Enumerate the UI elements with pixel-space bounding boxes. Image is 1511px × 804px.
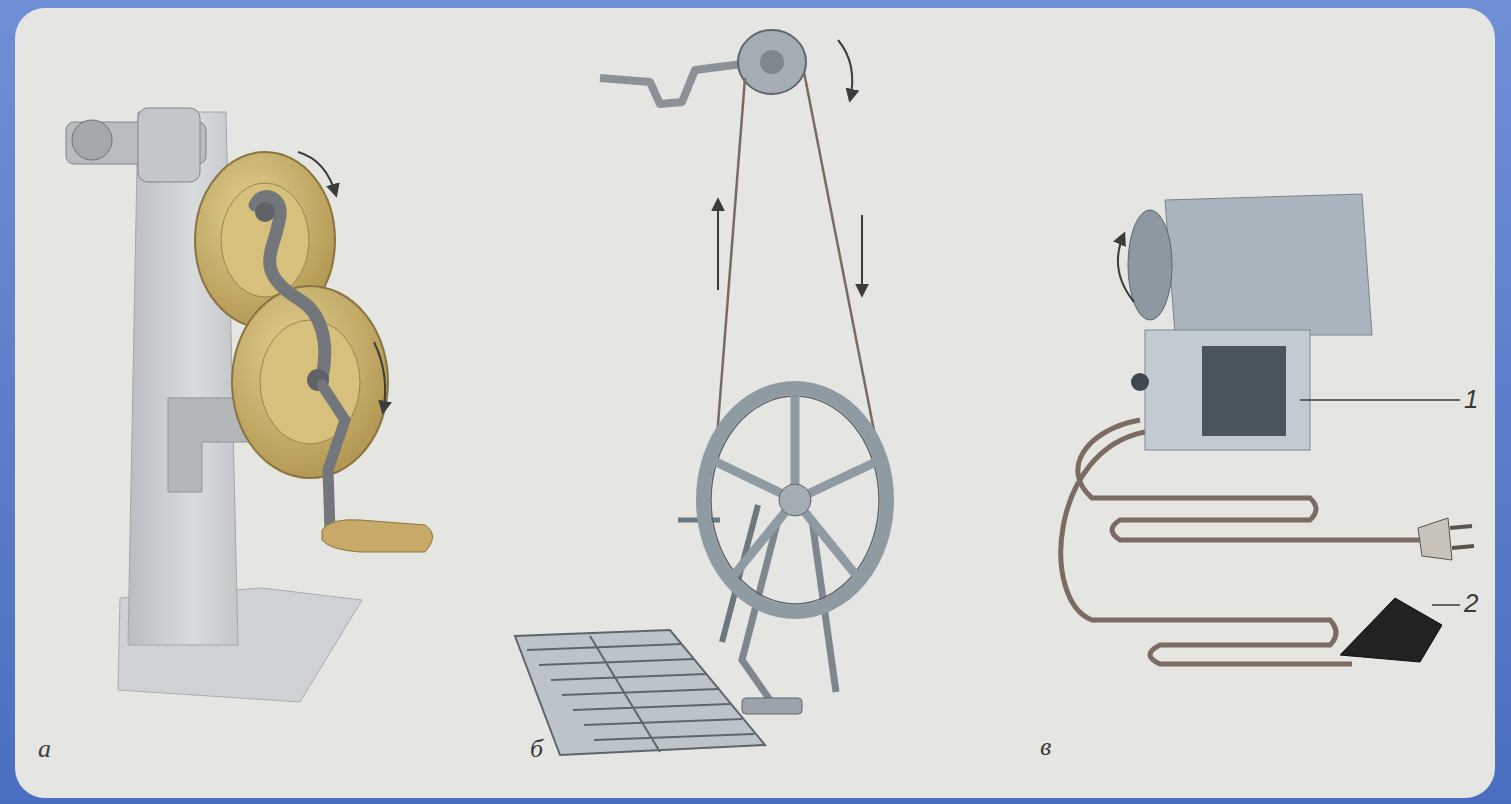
flywheel-inner — [711, 396, 879, 604]
leader-line — [1300, 399, 1460, 401]
motor-switch — [1131, 373, 1149, 391]
power-plug — [1418, 518, 1452, 560]
drive-belt — [804, 72, 884, 482]
pedal-cable — [1061, 432, 1352, 664]
callout-number: 2 — [1464, 588, 1478, 619]
electric-drive — [1061, 194, 1474, 664]
upper-pulley — [738, 30, 806, 94]
crank-handle — [322, 520, 433, 552]
flywheel-hub — [779, 484, 811, 516]
crank-arm — [322, 385, 345, 530]
head-knob — [72, 120, 112, 160]
rotation-arrow — [838, 40, 852, 100]
treadle-plate — [515, 630, 765, 755]
treadle-slats — [527, 636, 754, 752]
figure-letter: а — [38, 734, 51, 764]
flywheel-rim — [703, 388, 887, 612]
pulley-hub — [760, 50, 784, 74]
rotation-arrow — [374, 342, 385, 412]
rotation-arrow — [298, 152, 336, 195]
motor-housing — [1165, 194, 1372, 335]
stand-foot — [742, 698, 802, 714]
motion-arrow — [717, 200, 719, 290]
rotation-arrow — [1118, 234, 1134, 302]
treadle-drive — [515, 30, 887, 755]
hand-drive — [66, 108, 433, 702]
motor-body — [1145, 330, 1310, 450]
figure-letter: в — [1040, 732, 1051, 762]
upper-hub — [255, 202, 275, 222]
head-housing — [138, 108, 200, 182]
motion-arrow — [861, 215, 863, 295]
plug-prongs — [1450, 526, 1474, 548]
panel-background — [15, 8, 1495, 798]
foot-pedal — [1340, 598, 1442, 662]
leader-line — [1432, 604, 1460, 606]
callout-number: 1 — [1464, 384, 1478, 415]
motor-window — [1202, 346, 1286, 436]
machine-shaft — [600, 64, 742, 104]
crank-lever — [255, 197, 325, 378]
drive-belt — [716, 78, 745, 450]
figure-letter: б — [530, 734, 543, 764]
flywheel-spokes — [712, 396, 880, 580]
motor-pulley — [1128, 210, 1172, 320]
